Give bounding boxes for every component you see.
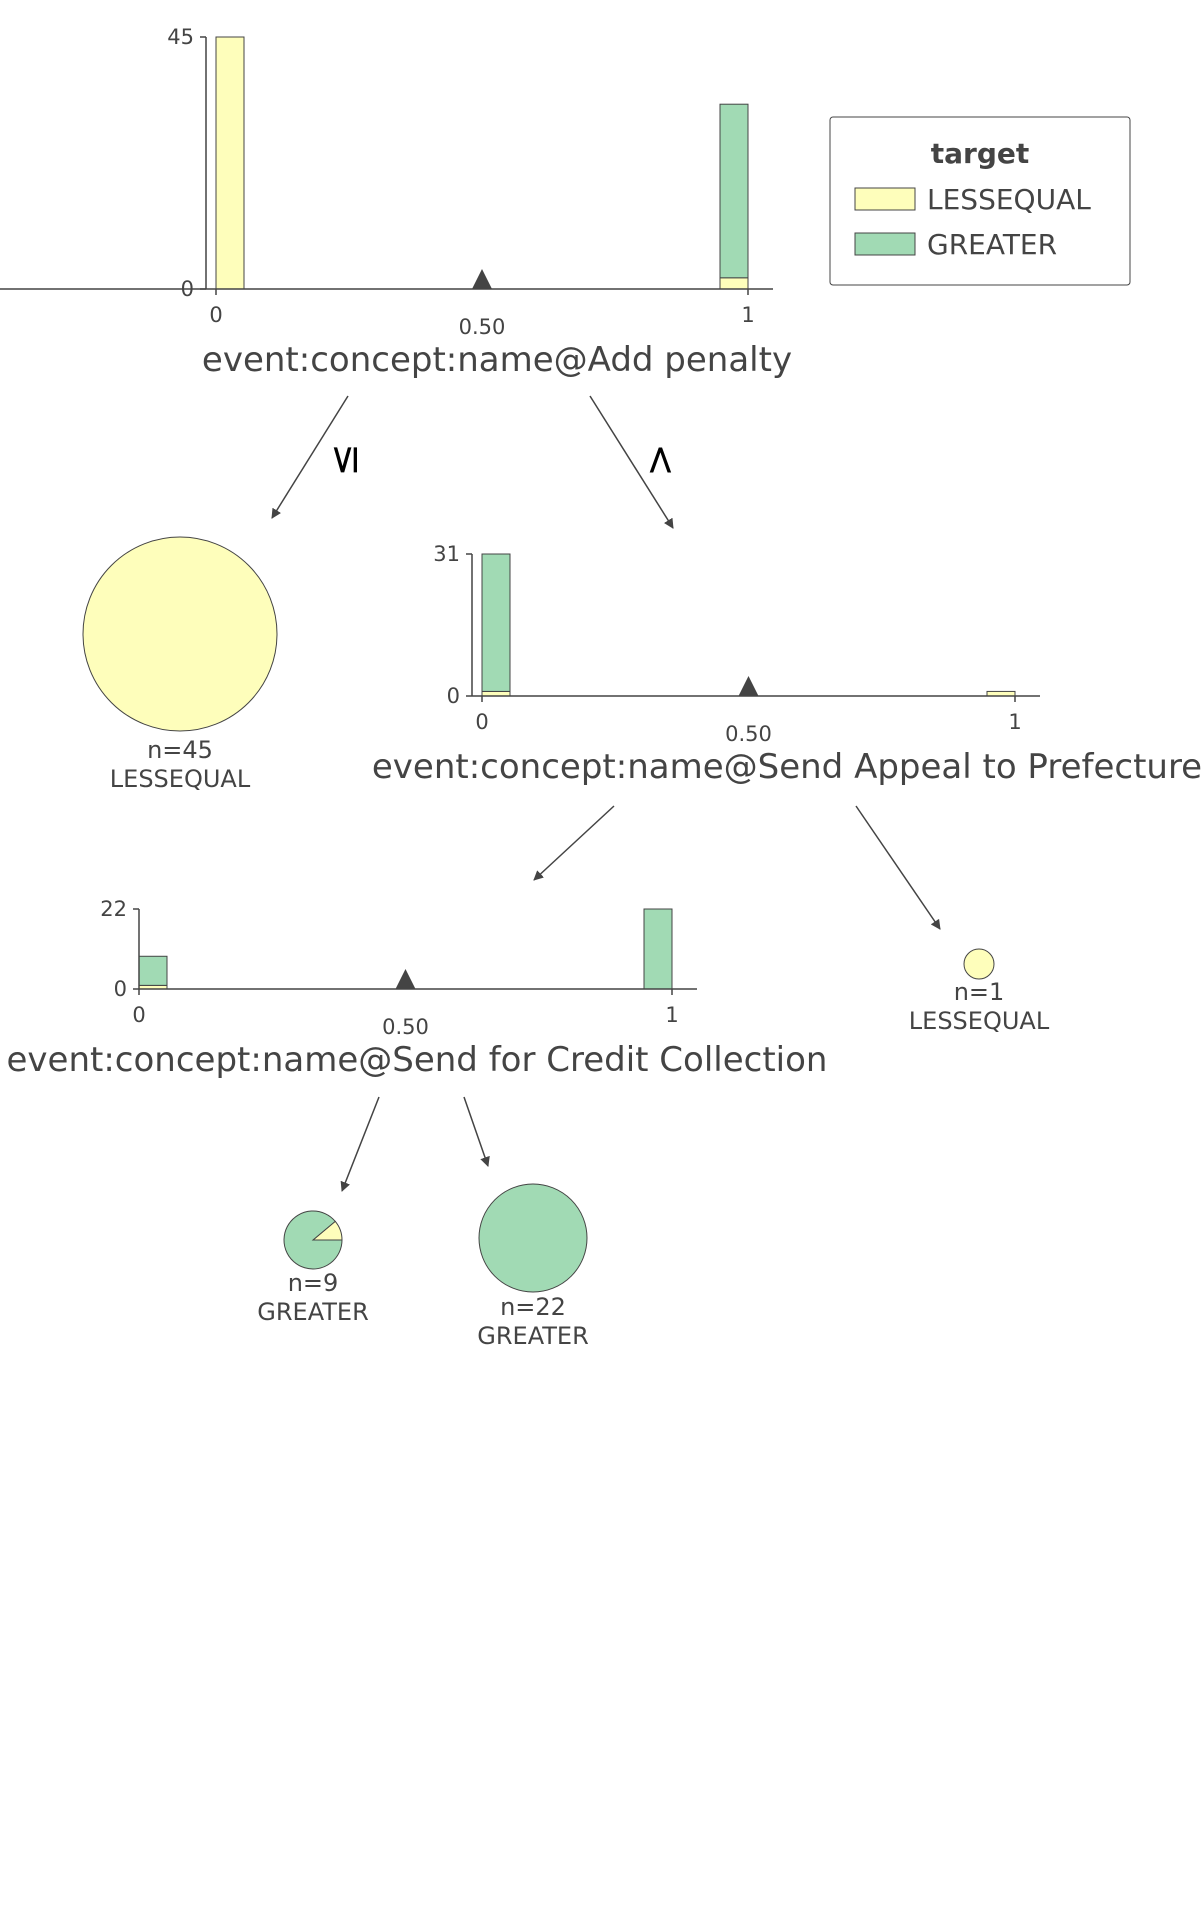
y-tick-label: 0	[447, 684, 460, 708]
leaf-right-right-class-label: LESSEQUAL	[909, 1007, 1050, 1035]
split-marker	[472, 269, 492, 289]
x-tick-label: 0	[132, 1003, 145, 1027]
x-tick-label: 0	[475, 710, 488, 734]
edge-root-to-left	[271, 395, 349, 519]
split-value-label: 0.50	[382, 1015, 429, 1039]
legend: target LESSEQUAL GREATER	[829, 116, 1131, 286]
edge-rl-to-left	[340, 1096, 380, 1192]
bar-greater-bin-1	[643, 908, 673, 990]
bar-greater-bin-0	[481, 553, 511, 692]
leaf-left-n-label: n=45	[147, 736, 213, 764]
leaf-rl-left-pie	[283, 1210, 343, 1270]
legend-title: target	[931, 137, 1030, 170]
legend-label-greater: GREATER	[927, 228, 1057, 261]
legend-swatch-greater	[854, 232, 916, 256]
x-tick-label: 1	[665, 1003, 678, 1027]
leaf-right-right-pie	[963, 948, 995, 980]
leaf-rl-right-pie	[478, 1183, 588, 1293]
leaf-right-right-n-label: n=1	[954, 978, 1005, 1006]
y-tick-label: 22	[100, 897, 127, 921]
leaf-left-class-label: LESSEQUAL	[110, 765, 251, 793]
pie-slice-lessequal	[82, 536, 278, 732]
pie-slice-lessequal	[963, 948, 995, 980]
y-tick-label: 45	[167, 25, 194, 49]
legend-swatch-lessequal	[854, 187, 916, 211]
edge-right-to-right-left	[533, 805, 615, 881]
edge-right-to-right-right	[855, 805, 941, 930]
leaf-rl-left-n-label: n=9	[288, 1269, 339, 1297]
split-value-label: 0.50	[459, 315, 506, 339]
leaf-rl-right-n-label: n=22	[500, 1293, 566, 1321]
leaf-left-pie	[82, 536, 278, 732]
pie-slice-greater	[283, 1210, 343, 1270]
edge-rl-to-right	[463, 1096, 490, 1167]
legend-label-lessequal: LESSEQUAL	[927, 183, 1091, 216]
bar-lessequal-bin-1	[719, 277, 749, 290]
y-tick-label: 31	[433, 542, 460, 566]
split-marker	[395, 969, 416, 989]
bar-lessequal-bin-0	[215, 36, 245, 290]
node-right-left-title: event:concept:name@Send for Credit Colle…	[7, 1040, 828, 1080]
y-tick-label: 0	[114, 977, 127, 1001]
leaf-rl-right-class-label: GREATER	[477, 1322, 589, 1350]
y-tick-label: 0	[181, 277, 194, 301]
bar-greater-bin-1	[719, 103, 749, 279]
split-marker	[738, 676, 759, 696]
edge-label-greater: >	[637, 443, 683, 477]
node-right-histogram: 0 31 0 1 0.50	[433, 542, 1040, 746]
split-value-label: 0.50	[725, 722, 772, 746]
pie-slice-greater	[478, 1183, 588, 1293]
node-root-histogram: 0 45 0 1 0.50	[0, 25, 773, 339]
x-tick-label: 1	[741, 303, 754, 327]
leaf-rl-left-class-label: GREATER	[257, 1298, 369, 1326]
edge-label-lessequal: ≤	[321, 443, 367, 477]
x-tick-label: 0	[209, 303, 222, 327]
bar-greater-bin-0	[138, 955, 168, 986]
x-tick-label: 1	[1008, 710, 1021, 734]
edge-root-to-right	[589, 395, 674, 529]
node-right-title: event:concept:name@Send Appeal to Prefec…	[372, 747, 1202, 787]
node-root-title: event:concept:name@Add penalty	[202, 340, 792, 380]
node-right-left-histogram: 0 22 0 1 0.50	[100, 897, 697, 1039]
